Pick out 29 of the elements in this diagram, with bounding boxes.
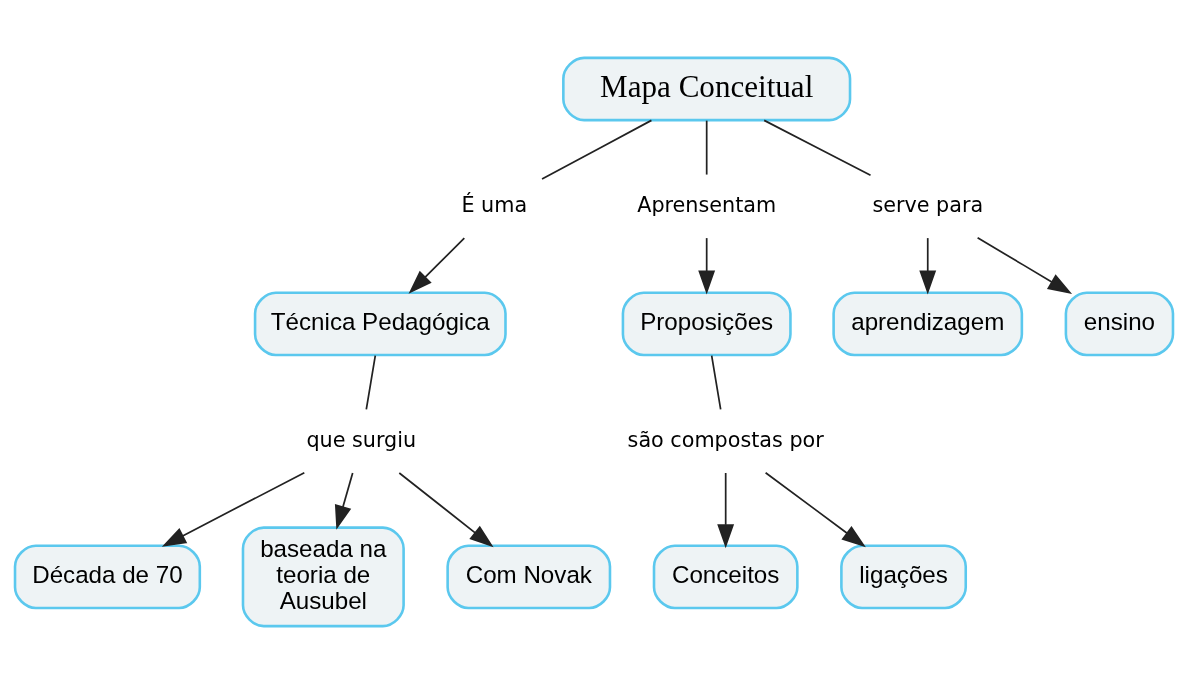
- arrow: [398, 472, 494, 548]
- node-box: Década de 70: [13, 544, 202, 610]
- arrow: [919, 237, 937, 295]
- arrow: [698, 237, 716, 295]
- connector: [710, 354, 722, 411]
- arrow: [334, 472, 354, 530]
- node-text: Aprensentam: [637, 192, 777, 217]
- arrow: [764, 471, 866, 548]
- node-box: ensino: [1064, 291, 1175, 357]
- node-text: É uma: [461, 192, 528, 217]
- node-text: serve para: [872, 192, 984, 217]
- arrow: [976, 236, 1073, 294]
- node-box: baseada na teoria de Ausubel: [241, 526, 405, 628]
- node-text: são compostas por: [627, 427, 824, 452]
- arrow: [161, 471, 306, 547]
- node-box: Conceitos: [652, 544, 799, 610]
- connector: [705, 119, 708, 176]
- connector: [541, 119, 653, 180]
- arrow: [717, 472, 735, 549]
- arrow: [408, 237, 466, 294]
- connector: [763, 119, 872, 177]
- connector: [365, 354, 377, 411]
- node-box: Mapa Conceitual: [562, 56, 852, 122]
- node-text: que surgiu: [306, 427, 417, 452]
- node-box: aprendizagem: [832, 291, 1024, 357]
- node-box: Com Novak: [446, 544, 612, 610]
- node-box: Proposições: [621, 291, 792, 357]
- node-box: Técnica Pedagógica: [253, 291, 507, 357]
- node-box: ligações: [840, 544, 968, 610]
